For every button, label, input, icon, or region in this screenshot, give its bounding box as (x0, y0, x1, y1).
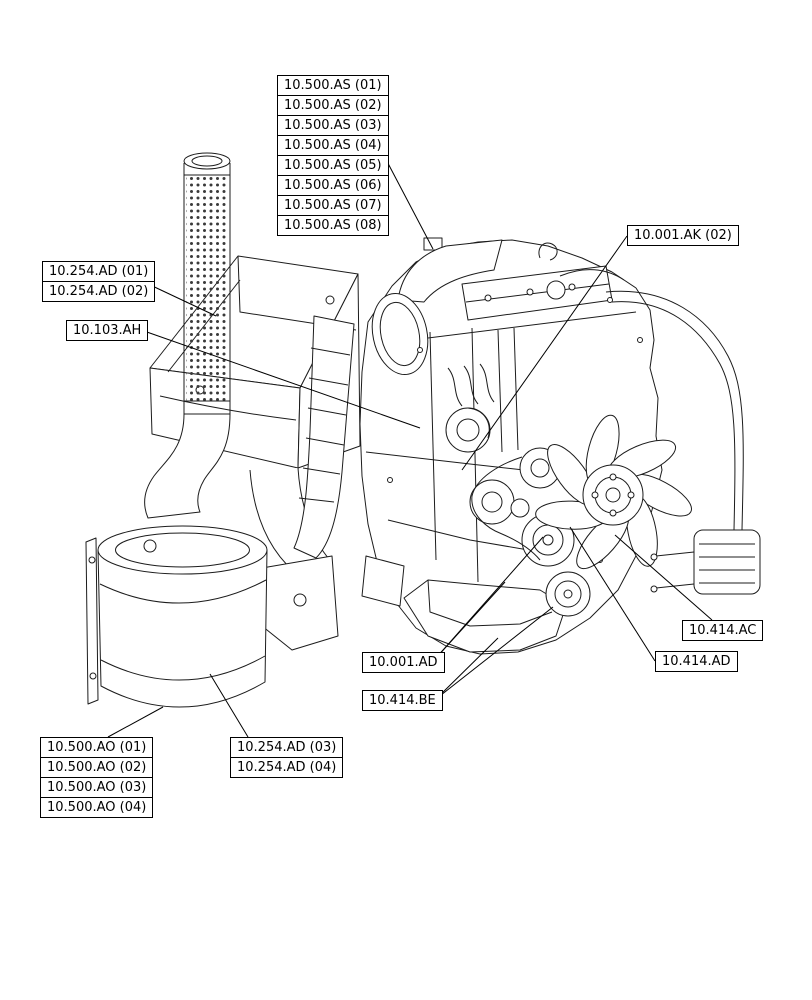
callout-group-10-254-AD-top: 10.254.AD (01) 10.254.AD (02) (42, 261, 156, 302)
callout-10-254-AD-03[interactable]: 10.254.AD (03) (230, 737, 344, 758)
callout-10-500-AO-02[interactable]: 10.500.AO (02) (40, 757, 154, 778)
callout-10-500-AS-08[interactable]: 10.500.AS (08) (277, 215, 389, 236)
callout-wrap-10-001-AK: 10.001.AK (02) (627, 225, 739, 246)
leader-ah (143, 330, 421, 429)
leader-ad-bottom (209, 673, 249, 738)
leader-ad-right (569, 526, 656, 662)
callout-wrap-10-103-AH: 10.103.AH (66, 320, 149, 341)
callout-wrap-10-001-AD: 10.001.AD (362, 652, 445, 673)
callout-10-500-AS-07[interactable]: 10.500.AS (07) (277, 195, 389, 216)
cooling-fan (535, 414, 692, 570)
callout-10-500-AS-02[interactable]: 10.500.AS (02) (277, 95, 389, 116)
leader-ad-top (145, 282, 217, 317)
callout-10-500-AO-03[interactable]: 10.500.AO (03) (40, 777, 154, 798)
callout-10-414-BE[interactable]: 10.414.BE (362, 690, 443, 711)
callout-10-414-AD[interactable]: 10.414.AD (655, 651, 738, 672)
callout-10-103-AH[interactable]: 10.103.AH (66, 320, 149, 341)
muffler (85, 525, 268, 708)
oil-cooler (650, 529, 761, 595)
callout-10-001-AK-02[interactable]: 10.001.AK (02) (627, 225, 739, 246)
callout-wrap-10-414-AC: 10.414.AC (682, 620, 764, 641)
callout-10-414-AC[interactable]: 10.414.AC (682, 620, 764, 641)
callout-10-254-AD-01[interactable]: 10.254.AD (01) (42, 261, 156, 282)
leader-ad-center-2 (435, 536, 544, 659)
callout-10-500-AS-01[interactable]: 10.500.AS (01) (277, 75, 389, 96)
leader-as (380, 149, 434, 250)
coolant-hoses (559, 269, 744, 531)
callout-10-500-AO-01[interactable]: 10.500.AO (01) (40, 737, 154, 758)
callout-10-500-AS-06[interactable]: 10.500.AS (06) (277, 175, 389, 196)
ladder-support (293, 315, 355, 559)
callout-10-001-AD[interactable]: 10.001.AD (362, 652, 445, 673)
callout-10-500-AS-04[interactable]: 10.500.AS (04) (277, 135, 389, 156)
callout-10-500-AO-04[interactable]: 10.500.AO (04) (40, 797, 154, 818)
callout-group-10-500-AO: 10.500.AO (01) 10.500.AO (02) 10.500.AO … (40, 737, 154, 818)
leader-be-2 (435, 606, 554, 700)
exhaust-elbow (144, 413, 231, 519)
leader-ak (461, 235, 628, 471)
callout-10-500-AS-03[interactable]: 10.500.AS (03) (277, 115, 389, 136)
callout-wrap-10-414-AD: 10.414.AD (655, 651, 738, 672)
leader-ao (107, 706, 164, 738)
leader-be-1 (435, 637, 499, 700)
exhaust-stack (183, 152, 231, 423)
callout-group-10-500-AS: 10.500.AS (01) 10.500.AS (02) 10.500.AS … (277, 75, 389, 236)
callout-group-10-254-AD-bottom: 10.254.AD (03) 10.254.AD (04) (230, 737, 344, 778)
callout-10-254-AD-02[interactable]: 10.254.AD (02) (42, 281, 156, 302)
leader-ac (614, 534, 713, 621)
leader-lines (107, 149, 713, 738)
callout-10-254-AD-04[interactable]: 10.254.AD (04) (230, 757, 344, 778)
callout-wrap-10-414-BE: 10.414.BE (362, 690, 443, 711)
callout-10-500-AS-05[interactable]: 10.500.AS (05) (277, 155, 389, 176)
